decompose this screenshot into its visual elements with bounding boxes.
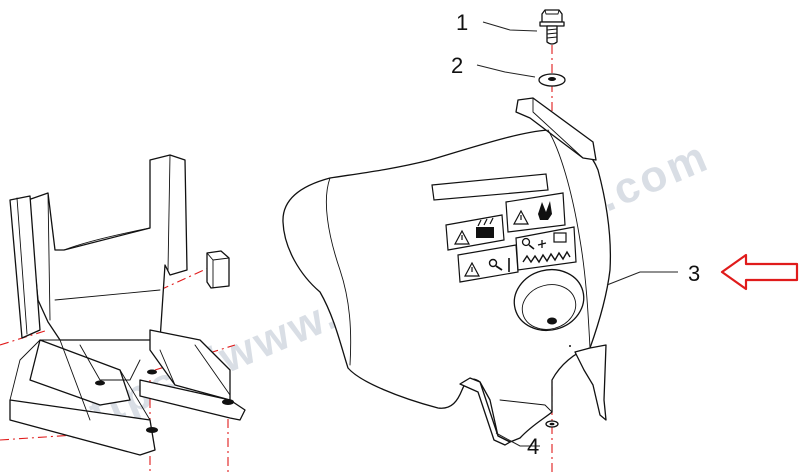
highlight-arrow-icon bbox=[720, 253, 799, 291]
label-panel-1 bbox=[431, 173, 549, 201]
label-panel-4 bbox=[457, 244, 519, 283]
clip-part bbox=[206, 250, 230, 289]
leader-3 bbox=[606, 271, 678, 286]
warning-triangle-icon bbox=[463, 261, 481, 277]
screw-part bbox=[545, 420, 559, 428]
warning-label-sheet bbox=[431, 173, 577, 283]
callout-3: 3 bbox=[688, 261, 700, 286]
warning-triangle-icon bbox=[512, 209, 530, 225]
leader-lines bbox=[476, 21, 678, 447]
axis-left-3 bbox=[0, 429, 151, 441]
callout-1: 1 bbox=[456, 10, 468, 35]
leader-2 bbox=[476, 64, 536, 78]
callouts: 1 2 3 4 bbox=[451, 10, 700, 459]
warning-triangle-icon bbox=[453, 229, 471, 245]
callout-2: 2 bbox=[451, 53, 463, 78]
bolt-part bbox=[539, 9, 565, 45]
support-bracket-part bbox=[9, 154, 246, 456]
leader-4 bbox=[495, 432, 540, 447]
hot-engine-icon bbox=[476, 217, 494, 238]
wrench-icon bbox=[488, 258, 510, 272]
washer-part bbox=[538, 73, 566, 87]
hand-hazard-icon bbox=[538, 201, 552, 220]
cover-part bbox=[282, 97, 612, 446]
leader-1 bbox=[482, 21, 538, 32]
callout-4: 4 bbox=[527, 434, 539, 459]
drive-belt-icon bbox=[521, 232, 571, 264]
label-panel-5 bbox=[515, 226, 577, 271]
